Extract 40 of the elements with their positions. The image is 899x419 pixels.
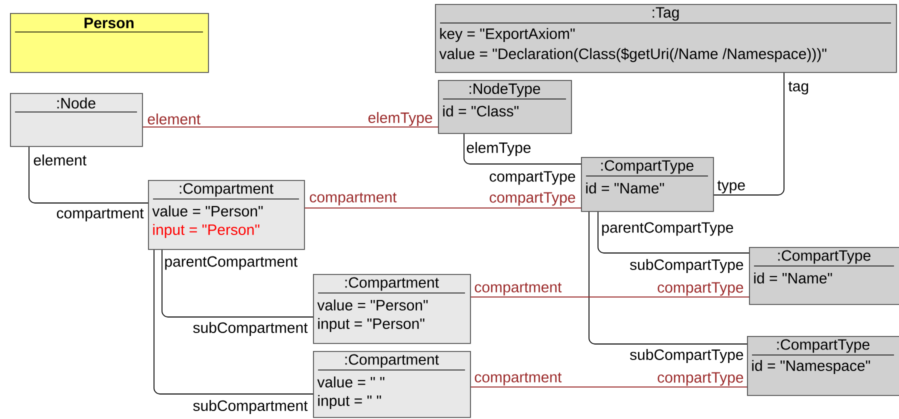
role-label: subCompartment [193,400,308,414]
class-box: Person [10,13,209,73]
object-box: :CompartType id = "Name" [749,247,899,305]
role-label: type [717,180,745,194]
connector [154,249,314,394]
role-label: compartType [490,192,576,206]
connector [162,249,314,318]
object-box: :Compartment value = " " input = " " [313,351,471,418]
role-label: tag [788,82,808,94]
role-label: compartment [56,208,144,222]
role-label: compartType [490,171,576,185]
connector [588,211,748,344]
connector [470,386,748,388]
connector [713,72,784,196]
role-label: compartType [658,372,744,386]
object-box: :Node [10,93,143,147]
role-label: subCompartType [630,259,744,273]
object-box: :Compartment value = "Person" input = "Person" [313,274,471,344]
connector [598,211,750,254]
object-box: :Compartment value = "Person" input = "Person" [148,180,305,250]
role-label: elemType [466,142,531,156]
object-box: :Tag key = "ExportAxiom" value = "Declaration(Class($getUri(/Name /Namespace)))" [435,4,897,73]
role-label: compartment [474,372,562,386]
role-label: compartment [310,192,397,206]
object-box: :CompartType id = "Namespace" [747,336,899,396]
role-label: parentCompartType [602,222,734,236]
role-label: element [34,154,86,166]
role-label: elemType [368,112,432,126]
role-label: element [148,113,200,124]
role-label: subCompartment [193,322,308,336]
connector [470,296,750,298]
role-label: compartment [474,282,562,296]
object-box: :CompartType id = "Name" [581,157,714,212]
role-label: parentCompartment [165,256,298,270]
role-label: subCompartType [630,349,744,363]
connector [142,126,438,128]
connector [464,133,582,164]
object-box: :NodeType id = "Class" [438,80,572,134]
connector [28,146,148,204]
role-label: compartType [658,282,744,296]
